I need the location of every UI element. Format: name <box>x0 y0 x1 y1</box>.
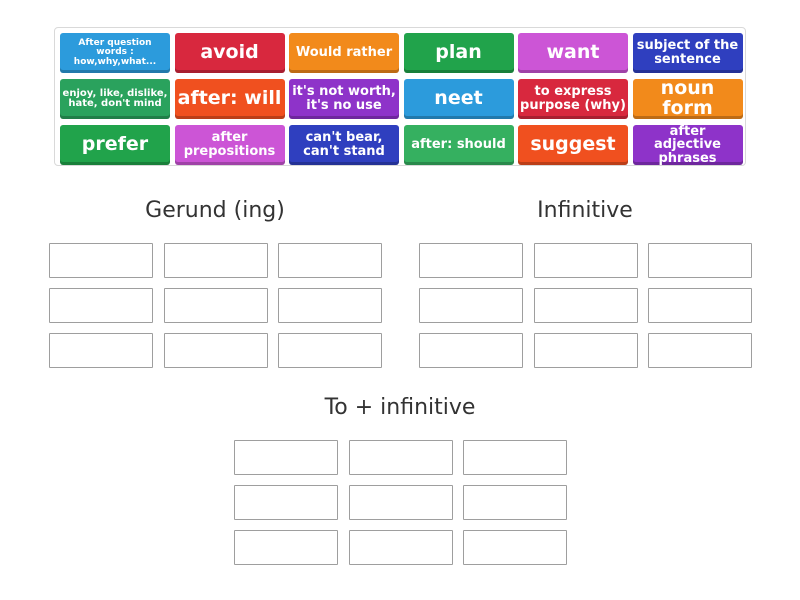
word-tile-label: subject of the sentence <box>636 38 739 67</box>
word-tile-label: enjoy, like, dislike, hate, don't mind <box>62 87 168 109</box>
gerund-drop-slot[interactable] <box>49 243 153 278</box>
group-title: To + infinitive <box>324 395 476 420</box>
to-infinitive-drop-slot[interactable] <box>234 530 338 565</box>
word-tile[interactable]: prefer <box>60 125 170 165</box>
word-tile-label: noun form <box>660 79 715 119</box>
word-tile[interactable]: can't bear, can't stand <box>289 125 399 165</box>
infinitive-drop-slot[interactable] <box>648 288 752 323</box>
word-tile-label: neet <box>434 87 483 110</box>
word-tile-label: after adjective phrases <box>653 125 722 165</box>
word-tile[interactable]: to express purpose (why) <box>518 79 628 119</box>
word-tile-label: after prepositions <box>183 130 276 159</box>
word-tile-label: after: will <box>177 87 282 110</box>
word-tile[interactable]: subject of the sentence <box>632 33 743 73</box>
word-tile[interactable]: After question words : how,why,what... <box>60 33 170 73</box>
word-tile[interactable]: Would rather <box>289 33 399 73</box>
to-infinitive-drop-slot[interactable] <box>348 530 453 565</box>
word-tile[interactable]: noun form <box>632 79 743 119</box>
gerund-drop-slot[interactable] <box>163 243 268 278</box>
to-infinitive-drop-slot[interactable] <box>463 485 567 520</box>
word-tile[interactable]: after: will <box>174 79 285 119</box>
word-tile-label: to express purpose (why) <box>520 84 626 113</box>
to-infinitive-drop-slot[interactable] <box>348 485 453 520</box>
gerund-drop-slot[interactable] <box>49 333 153 368</box>
word-tile-label: suggest <box>530 133 616 156</box>
infinitive-drop-slot[interactable] <box>419 243 523 278</box>
group-title: Gerund (ing) <box>145 198 285 223</box>
tile-tray: After question words : how,why,what... av… <box>54 27 746 166</box>
word-tile[interactable]: suggest <box>518 125 628 165</box>
infinitive-drop-slot[interactable] <box>419 288 523 323</box>
gerund-drop-slot[interactable] <box>278 288 382 323</box>
word-tile-label: can't bear, can't stand <box>303 130 385 159</box>
word-tile[interactable]: neet <box>403 79 514 119</box>
word-tile[interactable]: it's not worth, it's no use <box>289 79 399 119</box>
gerund-drop-slot[interactable] <box>163 333 268 368</box>
infinitive-drop-slot[interactable] <box>419 333 523 368</box>
to-infinitive-drop-slot[interactable] <box>234 485 338 520</box>
infinitive-drop-slot[interactable] <box>648 243 752 278</box>
infinitive-drop-slot[interactable] <box>533 333 638 368</box>
to-infinitive-drop-slot[interactable] <box>463 440 567 475</box>
gerund-drop-slot[interactable] <box>278 333 382 368</box>
word-tile[interactable]: after adjective phrases <box>632 125 743 165</box>
word-tile-label: Would rather <box>295 45 393 61</box>
gerund-drop-slot[interactable] <box>49 288 153 323</box>
word-tile-label: it's not worth, it's no use <box>292 84 396 113</box>
word-tile-label: after: should <box>411 137 506 153</box>
word-tile[interactable]: avoid <box>174 33 285 73</box>
to-infinitive-drop-slot[interactable] <box>348 440 453 475</box>
word-tile-label: want <box>546 41 600 64</box>
infinitive-drop-slot[interactable] <box>533 288 638 323</box>
word-tile-label: After question words : how,why,what... <box>73 37 157 67</box>
word-tile[interactable]: want <box>518 33 628 73</box>
group-title: Infinitive <box>537 198 633 223</box>
word-tile[interactable]: enjoy, like, dislike, hate, don't mind <box>60 79 170 119</box>
gerund-drop-slot[interactable] <box>163 288 268 323</box>
word-tile[interactable]: plan <box>403 33 514 73</box>
word-tile[interactable]: after prepositions <box>174 125 285 165</box>
to-infinitive-drop-slot[interactable] <box>234 440 338 475</box>
gerund-drop-slot[interactable] <box>278 243 382 278</box>
word-tile[interactable]: after: should <box>403 125 514 165</box>
infinitive-drop-slot[interactable] <box>533 243 638 278</box>
infinitive-drop-slot[interactable] <box>648 333 752 368</box>
to-infinitive-drop-slot[interactable] <box>463 530 567 565</box>
word-tile-label: prefer <box>81 133 149 156</box>
word-tile-label: plan <box>435 41 482 64</box>
word-tile-label: avoid <box>200 41 259 64</box>
